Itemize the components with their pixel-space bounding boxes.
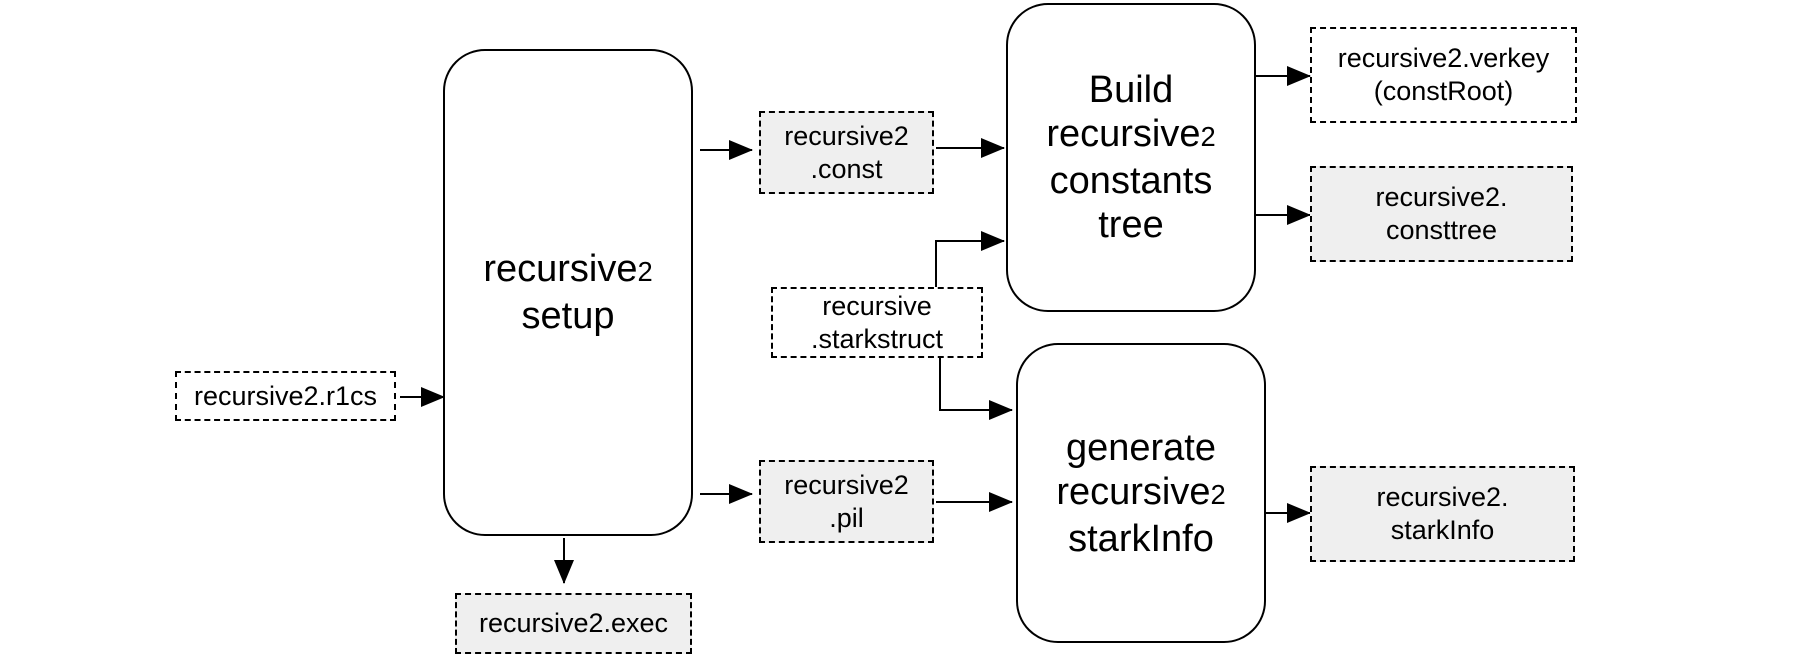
file-r1cs-label: recursive2.r1cs	[193, 380, 378, 411]
process-generate-line1: generate	[1065, 426, 1216, 469]
file-consttree-line1: recursive2.	[1375, 182, 1508, 212]
file-verkey-line1: recursive2.verkey	[1337, 43, 1550, 73]
file-consttree: recursive2. consttree	[1310, 166, 1573, 262]
process-build-constants-tree: Build recursive2 constants tree	[1006, 3, 1256, 312]
file-starkstruct-line2: .starkstruct	[810, 323, 944, 354]
file-exec-label: recursive2.exec	[478, 608, 669, 638]
process-build-line4: tree	[1098, 204, 1164, 246]
process-generate-line3: starkInfo	[1068, 517, 1214, 560]
file-const-line1: recursive2	[784, 120, 909, 151]
file-consttree-line2: consttree	[1385, 215, 1498, 245]
process-build-line1: Build	[1088, 69, 1174, 111]
process-setup-subtitle: setup	[521, 295, 615, 337]
file-starkinfo-line1: recursive2.	[1376, 482, 1509, 512]
file-starkinfo-line2: starkInfo	[1390, 515, 1495, 545]
process-build-line2: recursive2	[1046, 113, 1216, 155]
process-setup-title: recursive2	[483, 248, 653, 290]
arrow-starkstruct-to-build	[935, 231, 1005, 287]
file-const: recursive2 .const	[759, 111, 934, 194]
file-pil: recursive2 .pil	[759, 460, 934, 543]
file-starkstruct-line1: recursive	[822, 290, 932, 321]
process-generate-line2: recursive2	[1056, 470, 1226, 513]
file-starkinfo: recursive2. starkInfo	[1310, 466, 1575, 562]
process-generate-starkinfo: generate recursive2 starkInfo	[1016, 343, 1266, 643]
file-r1cs: recursive2.r1cs	[175, 371, 396, 421]
file-pil-line1: recursive2	[784, 469, 909, 500]
file-starkstruct: recursive .starkstruct	[771, 287, 983, 358]
file-const-line2: .const	[810, 153, 883, 184]
file-pil-line2: .pil	[829, 502, 864, 533]
file-verkey: recursive2.verkey (constRoot)	[1310, 27, 1577, 123]
file-verkey-line2: (constRoot)	[1373, 76, 1514, 106]
arrow-starkstruct-to-generate	[939, 358, 1013, 420]
file-exec: recursive2.exec	[455, 593, 692, 654]
process-setup: recursive2 setup	[443, 49, 693, 536]
process-build-line3: constants	[1049, 160, 1213, 202]
